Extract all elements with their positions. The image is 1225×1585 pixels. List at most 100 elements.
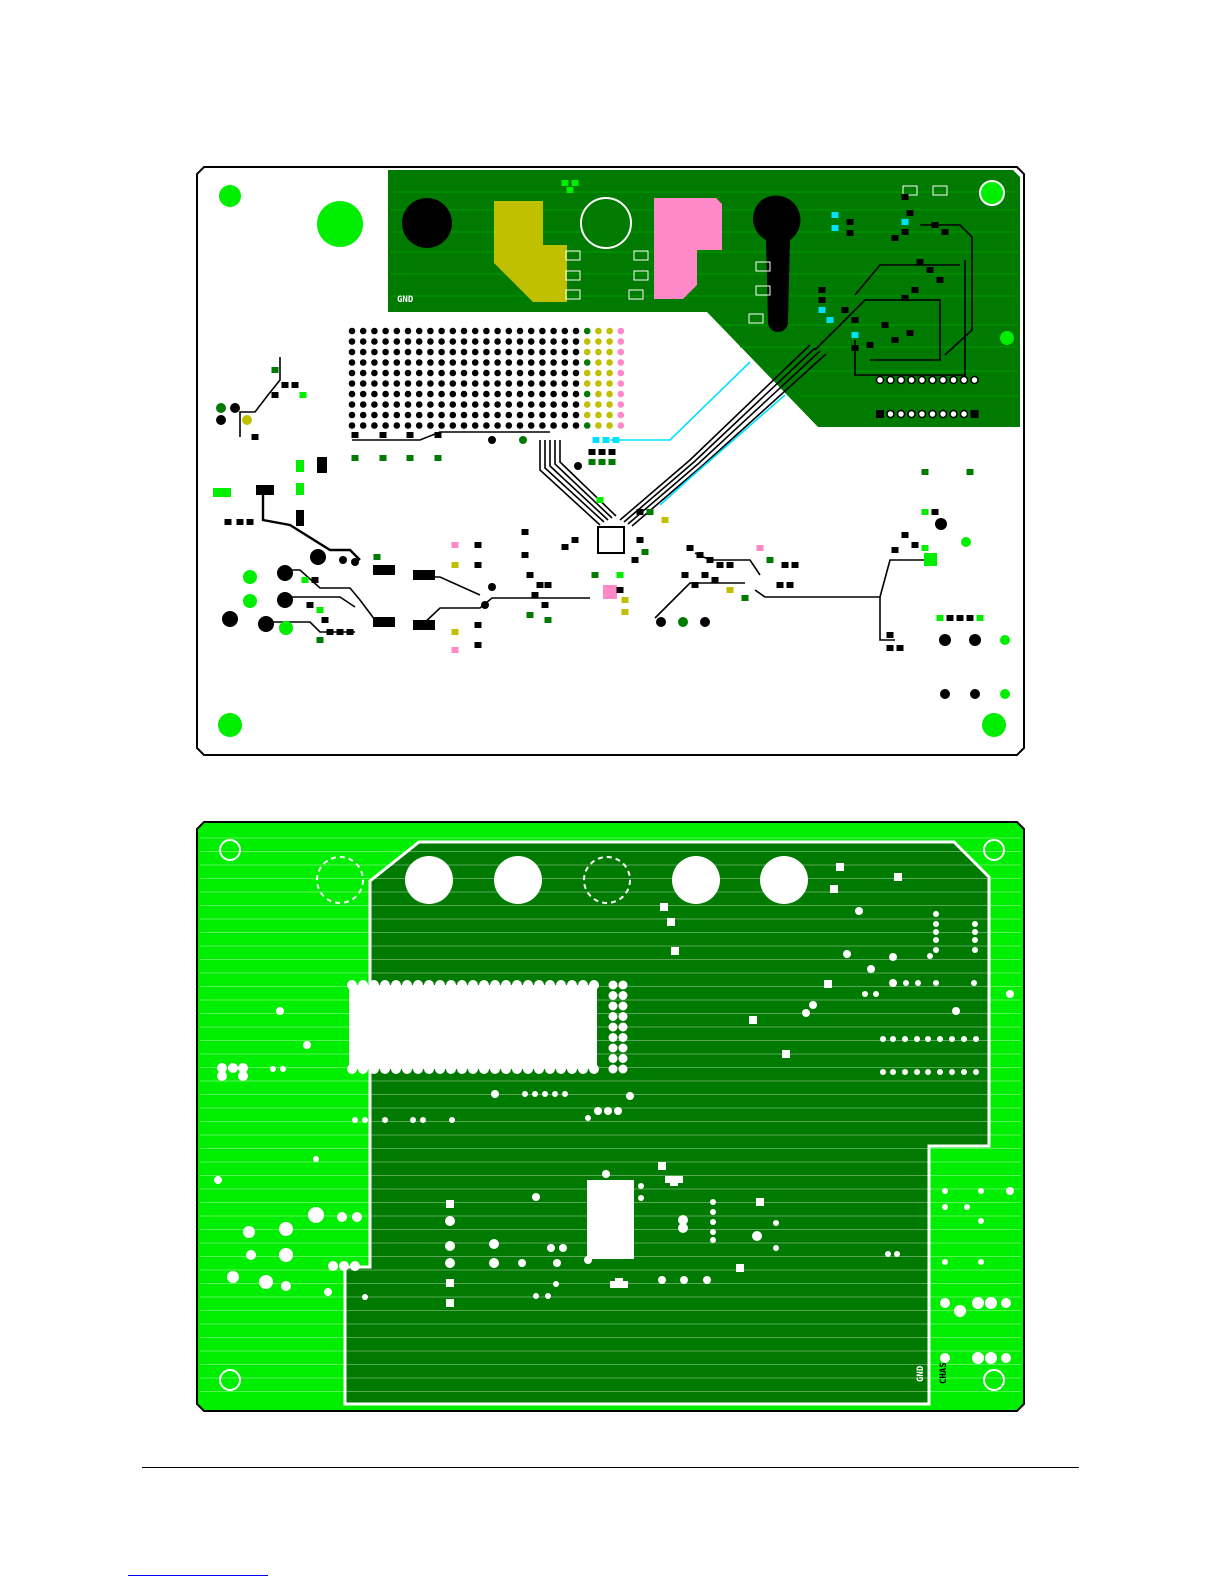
drill-hole [978, 1188, 984, 1194]
drill-hole [594, 1107, 602, 1115]
smd-pad [589, 459, 596, 465]
smd-pad [927, 267, 934, 273]
drill-hole [445, 1216, 455, 1226]
smd-pad [622, 609, 629, 615]
drill-hole [562, 1091, 568, 1097]
bga-ball [416, 338, 423, 345]
smd-pad [792, 562, 799, 568]
drill-hole [890, 1036, 896, 1042]
round-pad [481, 601, 489, 609]
bga-ball [416, 370, 423, 377]
drill-hole [961, 1036, 967, 1042]
smd-pad [957, 615, 964, 621]
bga-cutout-edge [446, 980, 456, 990]
square-pad [667, 918, 675, 926]
smd-pad [637, 537, 644, 543]
bga-ball [550, 338, 557, 345]
smd-pad [967, 615, 974, 621]
drill-hole [518, 1259, 526, 1267]
smd-pad [609, 459, 616, 465]
bga-ball [573, 380, 580, 387]
drill-hole [862, 991, 868, 997]
bga-cutout-edge [490, 980, 500, 990]
bga-ball [472, 401, 479, 408]
bga-ball [427, 401, 434, 408]
bga-ball [427, 422, 434, 429]
bga-ball [405, 349, 412, 356]
bga-ball [371, 370, 378, 377]
bga-ball [483, 338, 490, 345]
bottom-hole-2 [494, 856, 542, 904]
bga-ball [405, 328, 412, 335]
bga-ball [517, 401, 524, 408]
smd-pad [572, 537, 579, 543]
smd-pad [452, 629, 459, 635]
round-pad [940, 689, 950, 699]
bga-ball [349, 391, 356, 398]
bga-ball [472, 328, 479, 335]
bga-ball [360, 401, 367, 408]
drill-hole [522, 1091, 528, 1097]
drill-hole [362, 1294, 368, 1300]
bga-ball [438, 391, 445, 398]
footer-link-underline[interactable] [128, 1575, 268, 1576]
bga-ball [539, 380, 546, 387]
bga-cutout-edge [402, 980, 412, 990]
drill-hole [889, 953, 897, 961]
bga-ball [371, 412, 378, 419]
connector-pin [961, 377, 968, 384]
bga-ball [584, 328, 591, 335]
bga-cutout-edge [589, 980, 599, 990]
bga-ball [382, 412, 389, 419]
drill-hole [313, 1156, 319, 1162]
drill-hole [933, 980, 939, 986]
round-pad [310, 549, 326, 565]
bga-cutout-edge [413, 1064, 423, 1074]
drill-hole [894, 1251, 900, 1257]
smd-pad [617, 572, 624, 578]
smd-pad [562, 544, 569, 550]
bga-ball [494, 328, 501, 335]
drill-hole [915, 980, 921, 986]
drill-hole [972, 929, 978, 935]
connector-pin [950, 377, 957, 384]
smd-pad [907, 210, 914, 216]
connector-pin [929, 377, 936, 384]
smd-pad [819, 307, 826, 313]
drill-hole [954, 1305, 966, 1317]
bga-ball [539, 422, 546, 429]
drill-hole [914, 1036, 920, 1042]
bga-ball [595, 359, 602, 366]
bga-ball [562, 328, 569, 335]
bga-ball [494, 391, 501, 398]
drill-hole [259, 1275, 273, 1289]
drill-hole [972, 1352, 984, 1364]
bga-ball [382, 328, 389, 335]
smd-pad [922, 509, 929, 515]
bga-cutout-edge [413, 980, 423, 990]
bga-ball [427, 412, 434, 419]
bga-ball [371, 401, 378, 408]
bga-ball [416, 380, 423, 387]
drill-hole [914, 1069, 920, 1075]
bga-cutout-edge [435, 980, 445, 990]
smd-pad [832, 225, 839, 231]
square-pad [446, 1279, 454, 1287]
square-pad [660, 903, 668, 911]
bga-ball [550, 380, 557, 387]
bga-ball [427, 391, 434, 398]
bga-ball-pink [618, 401, 625, 408]
bga-ball [472, 370, 479, 377]
bga-ball [573, 359, 580, 366]
drill-hole [925, 1036, 931, 1042]
bga-ball [394, 422, 401, 429]
bga-ball [550, 328, 557, 335]
smd-pad [942, 229, 949, 235]
bga-cutout-body [349, 985, 597, 1069]
bga-ball [438, 370, 445, 377]
bga-ball [562, 401, 569, 408]
bga-ball [550, 349, 557, 356]
drill-hole [276, 1007, 284, 1015]
drill-hole [658, 1276, 666, 1284]
drill-hole [978, 1259, 984, 1265]
